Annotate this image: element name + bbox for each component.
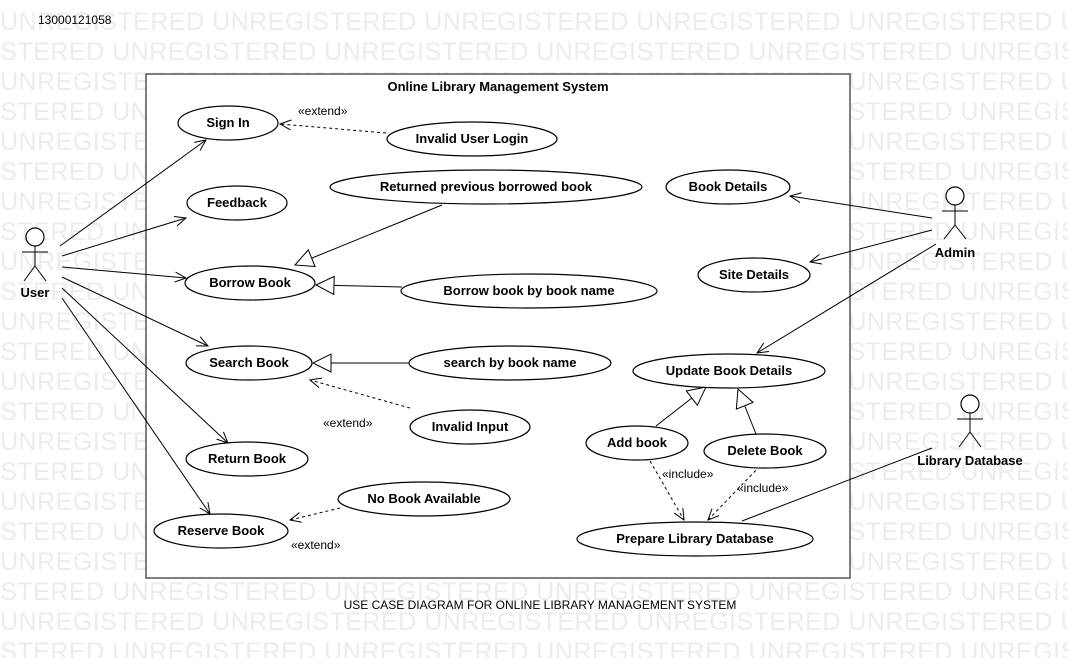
system-title: Online Library Management System <box>387 79 608 94</box>
diagram-caption: USE CASE DIAGRAM FOR ONLINE LIBRARY MANA… <box>344 598 737 612</box>
usecase-site-details[interactable]: Site Details <box>697 257 811 293</box>
watermark-line: UNREGISTERED UNREGISTERED UNREGISTERED U… <box>0 578 1068 606</box>
usecase-feedback[interactable]: Feedback <box>186 185 288 221</box>
gen-delete-update <box>738 389 757 435</box>
svg-text:Borrow Book: Borrow Book <box>209 275 291 290</box>
actor-label-admin: Admin <box>935 245 976 260</box>
usecase-delete-book[interactable]: Delete Book <box>703 433 827 469</box>
svg-text:Feedback: Feedback <box>207 195 268 210</box>
watermark-line: UNREGISTERED UNREGISTERED UNREGISTERED U… <box>0 8 1068 36</box>
usecase-no-book-available[interactable]: No Book Available <box>337 481 511 517</box>
svg-text:Reserve Book: Reserve Book <box>178 523 265 538</box>
usecase-reserve-book[interactable]: Reserve Book <box>153 513 289 549</box>
actor-label-user: User <box>21 285 50 300</box>
usecase-returned-previous[interactable]: Returned previous borrowed book <box>329 169 643 205</box>
actor-library-database[interactable]: Library Database <box>917 394 1023 468</box>
stick-figure-icon <box>22 227 48 282</box>
assoc-user-search <box>61 276 208 346</box>
assoc-admin-bookdetails <box>790 196 933 219</box>
stereotype-include-delete: «include» <box>737 481 789 495</box>
gen-returned-borrow <box>295 204 443 265</box>
assoc-user-borrow <box>61 266 186 278</box>
svg-text:Invalid User Login: Invalid User Login <box>416 131 529 146</box>
stereotype-extend-signin: «extend» <box>298 104 348 118</box>
svg-text:No Book Available: No Book Available <box>367 491 480 506</box>
usecase-book-details[interactable]: Book Details <box>665 169 791 205</box>
svg-text:Sign In: Sign In <box>206 115 249 130</box>
watermark-line: UNREGISTERED UNREGISTERED UNREGISTERED U… <box>0 608 1068 636</box>
usecase-invalid-input[interactable]: Invalid Input <box>409 409 531 445</box>
usecase-update-book-details[interactable]: Update Book Details <box>632 353 826 389</box>
svg-text:Site Details: Site Details <box>719 267 789 282</box>
usecase-sign-in[interactable]: Sign In <box>177 105 279 141</box>
svg-text:Search Book: Search Book <box>209 355 289 370</box>
gen-byname-borrow <box>316 285 403 287</box>
actor-user[interactable]: User <box>21 227 50 300</box>
svg-text:Book Details: Book Details <box>689 179 768 194</box>
stick-figure-icon <box>957 394 983 448</box>
stereotype-extend-reserve: «extend» <box>291 538 341 552</box>
svg-text:Return Book: Return Book <box>208 451 287 466</box>
assoc-admin-sitedetails <box>810 229 933 262</box>
stick-figure-icon <box>942 186 968 240</box>
svg-text:search by book name: search by book name <box>444 355 577 370</box>
svg-text:Borrow book by book name: Borrow book by book name <box>443 283 614 298</box>
gen-add-update <box>655 387 706 427</box>
watermark-line: UNREGISTERED UNREGISTERED UNREGISTERED U… <box>0 638 1068 658</box>
svg-text:Invalid Input: Invalid Input <box>432 419 509 434</box>
usecase-prepare-library-db[interactable]: Prepare Library Database <box>576 521 814 557</box>
watermark-line: UNREGISTERED UNREGISTERED UNREGISTERED U… <box>0 38 1068 66</box>
actor-label-library-database: Library Database <box>917 453 1023 468</box>
assoc-user-signin <box>59 140 206 247</box>
stereotype-extend-search: «extend» <box>323 416 373 430</box>
assoc-user-reserve <box>61 297 210 514</box>
usecase-invalid-user-login[interactable]: Invalid User Login <box>386 121 558 157</box>
include-delete-prepare <box>708 465 761 520</box>
usecase-borrow-book[interactable]: Borrow Book <box>184 265 316 301</box>
usecase-return-book[interactable]: Return Book <box>185 441 309 477</box>
stereotype-include-add: «include» <box>662 467 714 481</box>
svg-text:Prepare Library Database: Prepare Library Database <box>616 531 774 546</box>
usecase-borrow-by-name[interactable]: Borrow book by book name <box>400 273 658 309</box>
svg-text:Add book: Add book <box>607 435 668 450</box>
assoc-user-feedback <box>61 218 186 257</box>
assoc-admin-update <box>757 243 937 353</box>
diagram-id: 13000121058 <box>38 13 112 27</box>
svg-text:Update Book Details: Update Book Details <box>666 363 792 378</box>
include-add-prepare <box>649 460 684 520</box>
assoc-user-return <box>61 287 228 443</box>
svg-text:Delete Book: Delete Book <box>727 443 803 458</box>
usecase-search-by-name[interactable]: search by book name <box>408 345 612 381</box>
extend-invalidinput-search <box>310 380 411 409</box>
actor-admin[interactable]: Admin <box>935 186 976 260</box>
usecase-add-book[interactable]: Add book <box>585 425 689 461</box>
usecase-search-book[interactable]: Search Book <box>185 345 313 381</box>
assoc-librarydb-prepare <box>741 447 933 522</box>
extend-nobook-reserve <box>290 507 341 520</box>
svg-text:Returned previous borrowed boo: Returned previous borrowed book <box>380 179 593 194</box>
